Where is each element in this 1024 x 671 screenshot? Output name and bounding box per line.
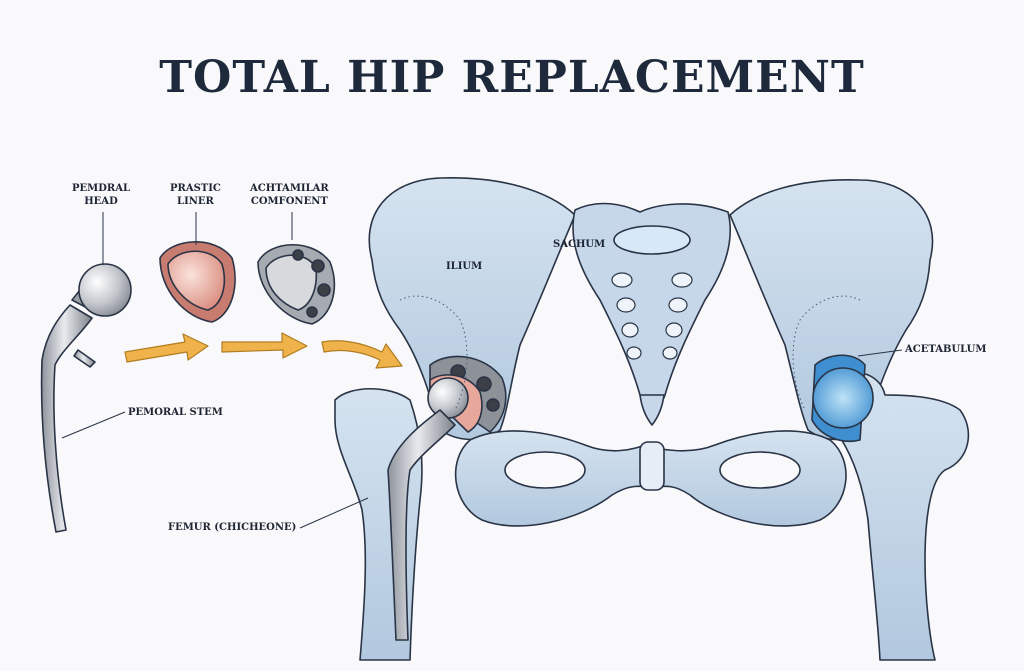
label-acetabular-component: ACHTAMILAR COMFONENT xyxy=(250,182,329,208)
arrows xyxy=(124,332,403,369)
label-femoral-stem: PEMORAL STEM xyxy=(128,407,223,418)
sacrum xyxy=(572,202,732,408)
left-femur xyxy=(334,355,507,661)
label-femur: FEMUR (CHICHEONE) xyxy=(168,522,297,533)
pelvis xyxy=(368,177,934,527)
label-sacrum: SACHUM xyxy=(553,239,606,250)
implant-liner xyxy=(159,241,236,323)
implant-stem xyxy=(40,263,132,533)
label-acetabular-component-line1: ACHTAMILAR xyxy=(250,183,329,194)
label-femoral-head-line2: HEAD xyxy=(84,196,118,207)
label-femoral-head: PEMDRAL HEAD xyxy=(72,182,130,208)
left-ilium xyxy=(368,177,576,441)
label-acetabulum: ACETABULUM xyxy=(905,344,987,355)
leader-lines xyxy=(61,212,903,529)
label-acetabular-component-line2: COMFONENT xyxy=(250,196,328,207)
label-ilium: ILIUM xyxy=(446,261,483,272)
right-ilium xyxy=(729,179,934,441)
label-plastic-liner-line1: PRASTIC xyxy=(170,183,221,194)
label-plastic-liner: PRASTIC LINER xyxy=(170,182,221,208)
label-plastic-liner-line2: LINER xyxy=(177,196,214,207)
label-femoral-head-line1: PEMDRAL xyxy=(72,183,130,194)
right-femur xyxy=(811,354,970,661)
implant-shell xyxy=(257,243,336,325)
page-title: TOTAL HIP REPLACEMENT xyxy=(159,52,865,103)
